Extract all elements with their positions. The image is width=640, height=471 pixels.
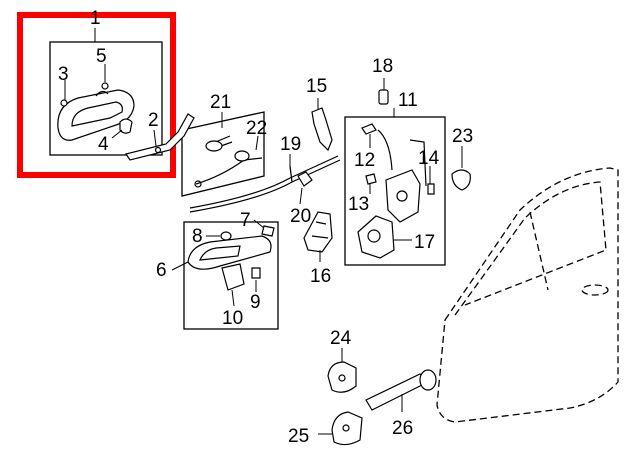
callout-7: 7 (240, 210, 251, 231)
clip-5 (101, 82, 109, 90)
group-box-rods (181, 111, 265, 197)
latch-11 (377, 129, 427, 223)
group-box-latch (344, 116, 446, 266)
group-box-inner-handle (183, 221, 279, 330)
bracket-15 (311, 107, 333, 152)
clip-7 (261, 225, 275, 237)
callout-3: 3 (58, 64, 69, 85)
rod-19 (189, 155, 341, 213)
callout-19: 19 (280, 134, 301, 155)
clip-18 (378, 89, 389, 105)
clip-12 (361, 123, 377, 135)
callout-24: 24 (330, 328, 352, 349)
rod-2 (125, 113, 195, 161)
callout-20: 20 (290, 206, 311, 227)
callout-1: 1 (90, 8, 101, 29)
callout-11: 11 (398, 90, 418, 111)
callout-16: 16 (310, 266, 331, 287)
callout-10: 10 (222, 308, 243, 329)
callout-17: 17 (414, 232, 435, 253)
callout-14: 14 (418, 148, 440, 169)
hinge-24 (327, 361, 357, 393)
group-box-outer-handle (49, 41, 163, 156)
callout-12: 12 (354, 150, 375, 171)
callout-15: 15 (306, 76, 327, 97)
callout-22: 22 (246, 118, 267, 139)
callout-18: 18 (372, 56, 393, 77)
actuator-10 (221, 263, 245, 291)
clip-8 (220, 231, 232, 241)
door-outline (436, 167, 619, 423)
callout-6: 6 (156, 260, 167, 281)
clip-20 (297, 171, 313, 187)
callout-labels: 1 2 3 4 5 6 7 8 9 10 11 12 13 14 15 16 1… (58, 8, 473, 447)
checker-26 (365, 369, 437, 411)
inner-handle-6 (187, 235, 272, 270)
callout-21: 21 (210, 92, 231, 113)
highlight-frame (17, 12, 176, 178)
outer-handle (57, 89, 135, 141)
leader-lines (64, 28, 463, 435)
callout-26: 26 (392, 418, 413, 439)
hinge-25 (331, 411, 363, 446)
clip-13 (365, 173, 377, 185)
screw-3 (60, 99, 68, 107)
callout-5: 5 (96, 46, 107, 67)
clip-14 (427, 183, 435, 195)
rods-21-22 (194, 135, 263, 188)
callout-4: 4 (98, 134, 109, 155)
clip-9 (251, 267, 261, 279)
callout-25: 25 (288, 426, 309, 447)
callout-23: 23 (452, 126, 473, 147)
clip-23 (451, 169, 471, 191)
bracket-16 (303, 211, 333, 253)
clip-4 (119, 118, 133, 134)
callout-9: 9 (250, 292, 261, 313)
callout-8: 8 (192, 226, 203, 247)
callout-13: 13 (348, 194, 369, 215)
actuator-17 (357, 215, 395, 259)
callout-2: 2 (148, 110, 159, 131)
